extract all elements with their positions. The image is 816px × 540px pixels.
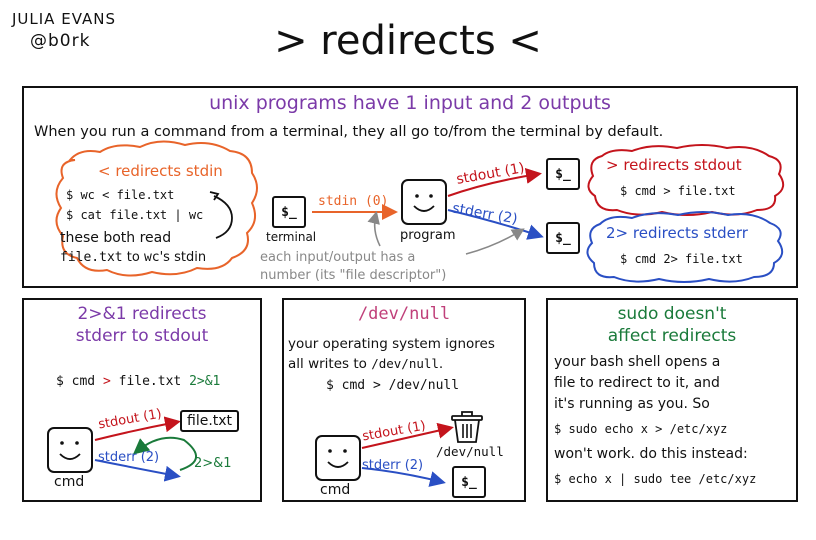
panel-a-cmd: $ cmd > file.txt 2>&1 [56, 374, 221, 389]
panel-a-title-1: 2>&1 redirects [77, 304, 207, 324]
panel-c-title-1: sudo doesn't [617, 304, 727, 324]
stderr-arrow [447, 209, 544, 240]
stdin-note-1: these both read [60, 230, 172, 246]
stdin-cmd-1: $ wc < file.txt [66, 188, 175, 202]
stdout-terminal-icon: $_ [546, 158, 580, 190]
cmd-box-a [47, 427, 93, 473]
note-wc: wc [143, 250, 160, 265]
stderr-cloud-title: 2> redirects stderr [606, 224, 748, 242]
panel-b-cmd-label: cmd [320, 482, 351, 498]
panel-c-text-3: it's running as you. So [554, 396, 710, 412]
stdout-arrow-a [94, 416, 181, 441]
note-file: file.txt [60, 250, 123, 265]
panel-a-file: file.txt [180, 410, 240, 432]
panel-c-text-2: file to redirect to it, and [554, 375, 720, 391]
panel-a-title-2: stderr to stdout [75, 326, 209, 346]
author-handle: @b0rk [30, 31, 91, 51]
stdout-cloud-outline [587, 144, 785, 216]
stdin-cmd-2: $ cat file.txt | wc [66, 208, 204, 222]
author-name: JULIA EVANS [12, 10, 116, 28]
fd-note-1: each input/output has a [260, 250, 416, 265]
bracket-arrowhead [209, 191, 220, 201]
fd-arrow-1 [367, 210, 381, 247]
panel-a-cmd-label: cmd [54, 474, 85, 490]
stdin-cloud-title: < redirects stdin [98, 162, 223, 180]
panel-b-devnull-label: /dev/null [436, 444, 504, 459]
trash-can-icon [451, 411, 483, 443]
redirect-arrow-a [132, 436, 197, 471]
panel-b-cmd: $ cmd > /dev/null [326, 378, 460, 393]
stderr-cloud-outline [586, 211, 784, 283]
stderr-terminal-icon: $_ [546, 222, 580, 254]
panel-b-terminal-icon: $_ [452, 466, 486, 498]
page-title: > redirects < [274, 18, 542, 64]
stderr-arrow-a [94, 459, 181, 482]
stdout-cloud-cmd: $ cmd > file.txt [620, 184, 736, 198]
stdout-arrow [447, 167, 542, 197]
panel-c-cmd-1: $ sudo echo x > /etc/xyz [554, 422, 728, 436]
terminal-label: terminal [266, 230, 317, 244]
panel-a-arrow-label: 2>&1 [194, 456, 232, 471]
panel-b-text-1: your operating system ignores [288, 336, 495, 352]
stdout-cloud-title: > redirects stdout [606, 156, 742, 174]
panel-c-title-2: affect redirects [607, 326, 737, 346]
panel-devnull [282, 298, 526, 502]
terminal-icon: $_ [272, 196, 306, 228]
top-heading: unix programs have 1 input and 2 outputs [209, 92, 611, 114]
fd-arrow-2 [465, 228, 525, 255]
panel-b-stderr: stderr (2) [362, 458, 424, 473]
panel-2to1 [22, 298, 262, 502]
stdout-arrow-b [361, 422, 454, 449]
fd-note-2: number (its "file descriptor") [260, 268, 447, 283]
bracket-curve [213, 195, 233, 239]
stdin-label: stdin (0) [318, 194, 389, 209]
panel-b-text-2: all writes to /dev/null. [288, 356, 444, 372]
cmd-box-b [315, 435, 361, 481]
panel-a-stderr: stderr (2) [98, 450, 160, 465]
stdin-cloud-outline [55, 140, 258, 277]
panel-c-text-1: your bash shell opens a [554, 354, 721, 370]
stderr-arrow-b [361, 467, 446, 487]
panel-b-title: /dev/null [357, 304, 451, 324]
top-panel [22, 86, 798, 288]
panel-c-cmd-2: $ echo x | sudo tee /etc/xyz [554, 472, 757, 486]
program-box [401, 179, 447, 225]
top-intro: When you run a command from a terminal, … [34, 124, 664, 140]
stderr-cloud-cmd: $ cmd 2> file.txt [620, 252, 743, 266]
program-label: program [400, 228, 456, 243]
panel-sudo [546, 298, 798, 502]
stdin-note-2: file.txt to wc's stdin [60, 250, 207, 265]
panel-c-text-4: won't work. do this instead: [554, 446, 748, 462]
